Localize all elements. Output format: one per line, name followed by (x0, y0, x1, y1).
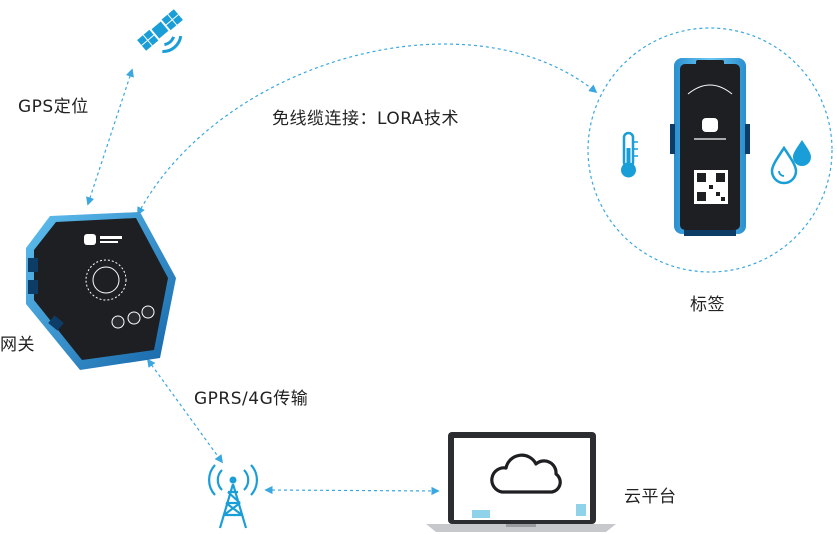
water-drops-icon (770, 140, 811, 185)
cloud-link (264, 485, 440, 496)
lora-link (137, 43, 598, 216)
laptop (426, 432, 616, 532)
gprs-label: GPRS/4G传输 (194, 389, 309, 409)
signal-tower-icon (208, 464, 258, 529)
lora-label: 免线缆连接：LORA技术 (272, 109, 459, 129)
gps-label: GPS定位 (18, 97, 89, 117)
gateway-label: 网关 (0, 335, 35, 355)
satellite-icon (137, 9, 183, 54)
gprs-link (147, 358, 223, 464)
gps-link (86, 68, 134, 206)
tag-label: 标签 (690, 295, 725, 315)
cloud-icon (490, 453, 562, 494)
tag-device (670, 58, 750, 236)
gateway-device (26, 212, 176, 370)
tag-range-circle (587, 27, 833, 273)
thermometer-icon (621, 131, 638, 178)
cloud-platform-label: 云平台 (624, 487, 677, 507)
